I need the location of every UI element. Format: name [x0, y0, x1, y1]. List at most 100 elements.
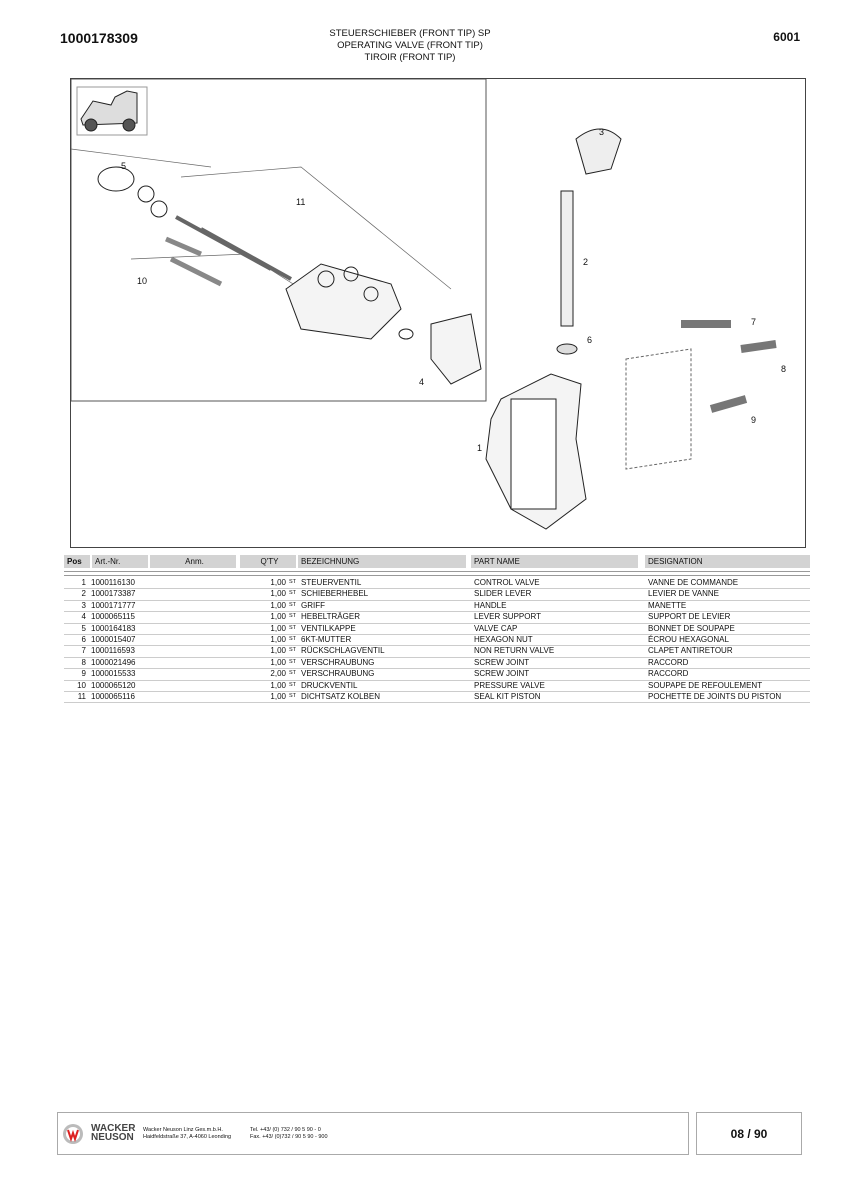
pos: 3 [81, 600, 86, 610]
quantity: 1,00 [270, 657, 286, 667]
callout-1: 1 [477, 443, 482, 453]
quantity: 1,00 [270, 692, 286, 701]
art-number: 1000116130 [91, 578, 135, 587]
art-number: 1000164183 [91, 623, 136, 633]
quantity: 1,00 [270, 589, 286, 599]
pos: 1 [81, 578, 86, 587]
name-en: HANDLE [474, 600, 507, 610]
unit: ST [289, 624, 297, 631]
page-number: 08 / 90 [696, 1112, 802, 1155]
name-fr: LEVIER DE VANNE [648, 589, 719, 599]
pos: 7 [81, 646, 86, 656]
col-header-art: Art.-Nr. [92, 555, 148, 568]
page-title: STEUERSCHIEBER (FRONT TIP) SP OPERATING … [250, 28, 570, 64]
callout-5: 5 [121, 161, 126, 171]
callout-10: 10 [137, 276, 147, 286]
col-header-en: PART NAME [471, 555, 638, 568]
valve-block-small [97, 166, 482, 385]
col-header-pos: Pos [64, 555, 90, 568]
pos: 10 [77, 680, 86, 690]
art-number: 1000173387 [91, 589, 136, 599]
name-en: VALVE CAP [474, 623, 518, 633]
name-en: LEVER SUPPORT [474, 612, 541, 622]
name-fr: VANNE DE COMMANDE [648, 578, 739, 587]
dumper-thumbnail-icon [76, 86, 148, 136]
callout-3: 3 [599, 127, 604, 137]
pos: 9 [81, 669, 86, 679]
pos: 6 [81, 635, 86, 644]
drawing-svg: 1 2 3 4 5 6 7 8 9 10 11 [70, 78, 786, 530]
name-fr: ÉCROU HEXAGONAL [648, 635, 729, 644]
name-de: GRIFF [301, 600, 325, 610]
unit: ST [289, 693, 297, 699]
quantity: 1,00 [270, 578, 286, 587]
callout-9: 9 [751, 415, 756, 425]
title-en: OPERATING VALVE (FRONT TIP) [337, 40, 483, 51]
unit: ST [289, 590, 297, 597]
valve-block-large [485, 128, 777, 530]
unit: ST [289, 613, 297, 620]
callout-6: 6 [587, 335, 592, 345]
name-de: VENTILKAPPE [301, 623, 356, 633]
quantity: 1,00 [270, 600, 286, 610]
name-fr: CLAPET ANTIRETOUR [648, 646, 733, 656]
callout-11: 11 [296, 197, 305, 207]
name-fr: SUPPORT DE LEVIER [648, 612, 731, 622]
art-number: 1000065116 [91, 692, 135, 701]
pos: 4 [81, 612, 86, 622]
unit: ST [289, 579, 297, 585]
col-header-de: BEZEICHNUNG [298, 555, 466, 568]
name-en: SCREW JOINT [474, 657, 530, 667]
wacker-neuson-logo-icon [63, 1124, 83, 1144]
name-en: CONTROL VALVE [474, 578, 540, 587]
group-code: 6001 [773, 30, 800, 44]
name-de: VERSCHRAUBUNG [301, 657, 375, 667]
quantity: 2,00 [270, 669, 286, 679]
art-number: 1000015533 [91, 669, 136, 679]
pos: 2 [81, 589, 86, 599]
company-address: Wacker Neuson Linz Ges.m.b.H.Haidfeldstr… [143, 1127, 232, 1140]
header-divider [64, 571, 810, 576]
callout-2: 2 [583, 257, 588, 267]
pos: 5 [81, 623, 86, 633]
quantity: 1,00 [270, 623, 286, 633]
quantity: 1,00 [270, 612, 286, 622]
name-fr: RACCORD [648, 657, 689, 667]
unit: ST [289, 681, 297, 688]
col-header-qty: Q'TY [240, 555, 296, 568]
name-en: SCREW JOINT [474, 669, 530, 679]
unit: ST [289, 647, 297, 654]
name-de: SCHIEBERHEBEL [301, 589, 369, 599]
col-header-anm: Anm. [150, 555, 236, 568]
unit: ST [289, 670, 297, 677]
unit: ST [289, 658, 297, 665]
name-fr: BONNET DE SOUPAPE [648, 623, 735, 633]
art-number: 1000065120 [91, 680, 136, 690]
title-de: STEUERSCHIEBER (FRONT TIP) SP [329, 28, 491, 39]
inset-frame [70, 78, 487, 402]
name-fr: POCHETTE DE JOINTS DU PISTON [648, 692, 782, 701]
quantity: 1,00 [270, 646, 286, 656]
name-fr: SOUPAPE DE REFOULEMENT [648, 680, 763, 690]
name-fr: RACCORD [648, 669, 689, 679]
name-en: NON RETURN VALVE [474, 646, 555, 656]
quantity: 1,00 [270, 635, 286, 644]
callout-8: 8 [781, 364, 786, 374]
name-de: HEBELTRÄGER [301, 612, 360, 622]
unit: ST [289, 636, 297, 642]
name-en: SEAL KIT PISTON [474, 692, 541, 701]
name-de: DICHTSATZ KOLBEN [301, 692, 380, 701]
name-de: STEUERVENTIL [301, 578, 362, 587]
name-de: DRUCKVENTIL [301, 680, 358, 690]
callout-4: 4 [419, 377, 424, 387]
art-number: 1000021496 [91, 657, 136, 667]
